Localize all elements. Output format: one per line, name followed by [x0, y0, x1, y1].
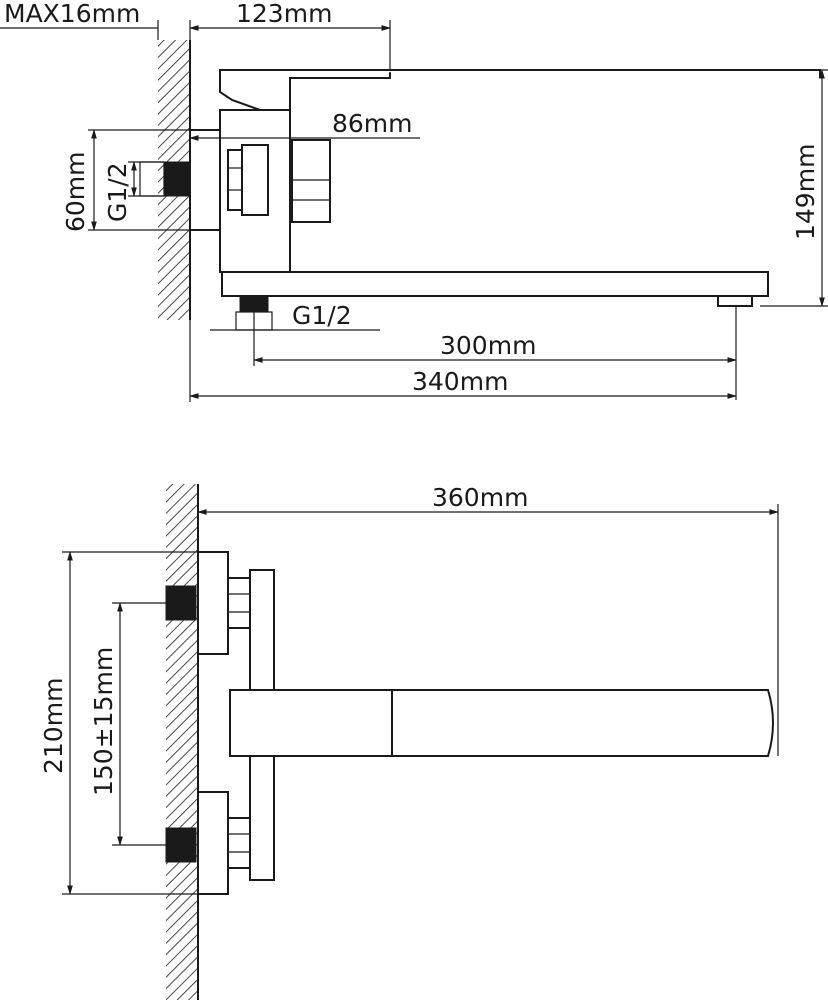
dim-projection: 123mm — [236, 0, 332, 28]
dim-spout-reach: 300mm — [440, 331, 536, 360]
upper-inlet-thread — [165, 585, 197, 621]
lower-nut — [227, 817, 251, 869]
dim-total-reach: 340mm — [412, 367, 508, 396]
dim-overall-height: 210mm — [39, 678, 68, 774]
wall-flange — [189, 129, 221, 231]
inlet-thread-block — [163, 161, 191, 197]
diverter-knob — [291, 139, 331, 223]
upper-flange — [197, 551, 229, 655]
eccentric-nut — [227, 149, 243, 211]
spout — [221, 271, 769, 297]
valve-body — [219, 69, 391, 111]
outlet-thread-block — [239, 295, 269, 313]
dim-spout-length: 360mm — [432, 483, 528, 512]
dim-wall-max: MAX16mm — [4, 0, 140, 28]
dim-inlet-spacing: 60mm — [61, 151, 90, 232]
dim-inlet-centers: 150±15mm — [89, 647, 118, 796]
side-view: MAX16mm 123mm 86mm 60mm G1/2 G1/2 149mm … — [0, 0, 828, 402]
dim-height: 149mm — [791, 144, 820, 240]
lower-flange — [197, 791, 229, 895]
wall-hatch-front — [166, 484, 198, 1000]
dim-inlet-thread: G1/2 — [103, 162, 132, 222]
dim-outlet-thread: G1/2 — [292, 301, 352, 330]
front-view: 360mm 210mm 150±15mm — [39, 483, 779, 1000]
spout-front — [229, 689, 393, 757]
dim-body-depth: 86mm — [332, 109, 413, 138]
lower-inlet-thread — [165, 827, 197, 863]
upper-nut — [227, 577, 251, 629]
